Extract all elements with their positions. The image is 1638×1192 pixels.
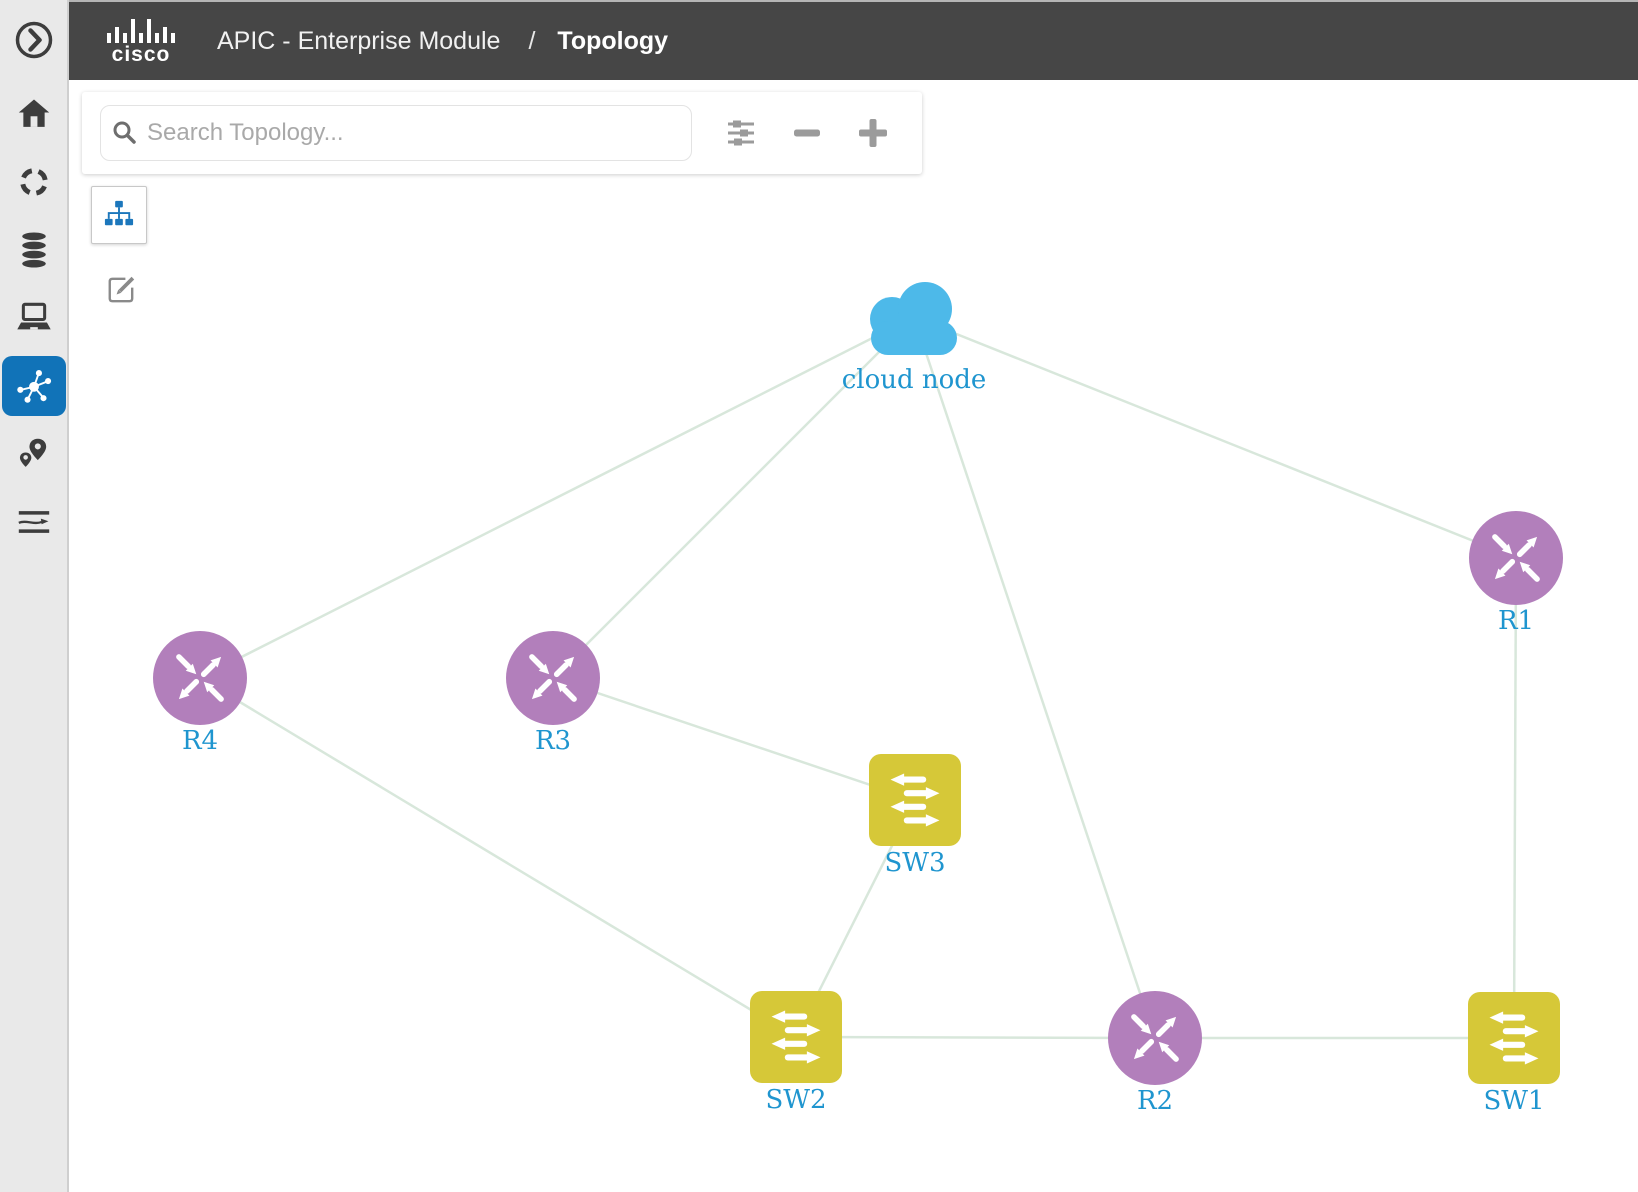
cisco-logo-text: cisco	[111, 43, 171, 66]
chevron-circle-icon	[15, 21, 52, 59]
switch-icon	[750, 991, 842, 1083]
search-icon	[113, 121, 136, 144]
map-pins-icon	[19, 438, 46, 467]
dashed-circle-icon	[19, 168, 48, 196]
hierarchy-view-button[interactable]	[91, 186, 147, 244]
router-icon	[1469, 511, 1563, 605]
database-icon	[21, 232, 46, 268]
breadcrumb-page-title: Topology	[557, 26, 669, 55]
node-label-R1: R1	[1497, 606, 1535, 636]
node-label-R4: R4	[181, 726, 219, 756]
sidebar-item-home[interactable]	[2, 80, 66, 148]
node-label-cloud: cloud node	[841, 365, 987, 395]
switch-icon	[869, 754, 961, 846]
filter-button[interactable]	[724, 116, 758, 150]
node-label-SW3: SW3	[884, 848, 946, 878]
app-title: APIC - Enterprise Module	[217, 26, 501, 55]
plus-icon	[859, 119, 887, 147]
minus-icon	[794, 129, 820, 137]
sidebar	[0, 0, 69, 1192]
search-toolbar	[82, 92, 922, 174]
sidebar-item-topology[interactable]	[1, 356, 66, 416]
edit-icon	[108, 275, 136, 303]
sliders-icon	[728, 120, 754, 146]
router-icon	[1108, 991, 1202, 1085]
router-icon	[506, 631, 600, 725]
sidebar-item-devices[interactable]	[2, 284, 66, 352]
search-input[interactable]	[100, 105, 692, 161]
sidebar-item-discovery[interactable]	[2, 148, 66, 216]
sidebar-item-flows[interactable]	[2, 488, 66, 556]
switch-icon	[1468, 992, 1560, 1084]
edit-topology-button[interactable]	[104, 272, 140, 308]
home-icon	[18, 99, 49, 127]
sidebar-item-places[interactable]	[2, 420, 66, 488]
node-label-R2: R2	[1136, 1086, 1174, 1116]
router-icon	[153, 631, 247, 725]
node-label-SW1: SW1	[1483, 1086, 1545, 1116]
search-box	[100, 105, 692, 161]
zoom-in-button[interactable]	[856, 116, 890, 150]
sidebar-expand-button[interactable]	[0, 0, 67, 80]
cisco-logo: cisco	[103, 17, 179, 65]
hierarchy-icon	[104, 200, 134, 226]
zoom-out-button[interactable]	[790, 116, 824, 150]
node-label-SW2: SW2	[765, 1085, 827, 1115]
node-label-R3: R3	[534, 726, 572, 756]
cisco-logo-bars-icon	[107, 19, 175, 43]
topbar: cisco APIC - Enterprise Module / Topolog…	[69, 0, 1638, 80]
sidebar-item-inventory[interactable]	[2, 216, 66, 284]
laptop-icon	[16, 302, 51, 330]
cloud-icon	[859, 277, 969, 357]
flows-icon	[17, 511, 49, 533]
topology-hub-icon	[16, 370, 51, 403]
breadcrumb-separator: /	[528, 26, 536, 55]
